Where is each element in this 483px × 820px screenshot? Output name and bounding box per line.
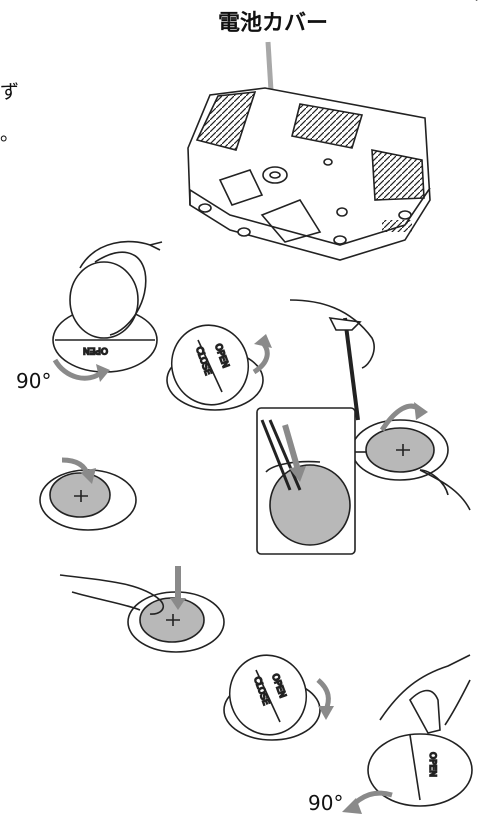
step1-twist-cover: OPEN bbox=[53, 242, 162, 372]
edge-text-2: 。 bbox=[0, 123, 19, 145]
step6-cover-return: OPEN CLOSE bbox=[219, 644, 320, 745]
step2-cover-lifted: OPEN CLOSE bbox=[161, 314, 263, 415]
angle-label-1: 90° bbox=[16, 369, 51, 393]
angle-label-2: 90° bbox=[308, 791, 343, 815]
step5-press-battery bbox=[60, 575, 224, 652]
step7-twist-closed: OPEN bbox=[368, 655, 472, 806]
edge-text-1: ず bbox=[470, 0, 483, 4]
detail-inset bbox=[257, 408, 367, 554]
battery-cover-title: 電池カバー bbox=[218, 11, 328, 36]
projector-illustration bbox=[188, 88, 430, 260]
open-label: OPEN bbox=[83, 345, 108, 355]
edge-text-1: ず bbox=[0, 81, 19, 103]
open-label-4: OPEN bbox=[427, 752, 437, 777]
